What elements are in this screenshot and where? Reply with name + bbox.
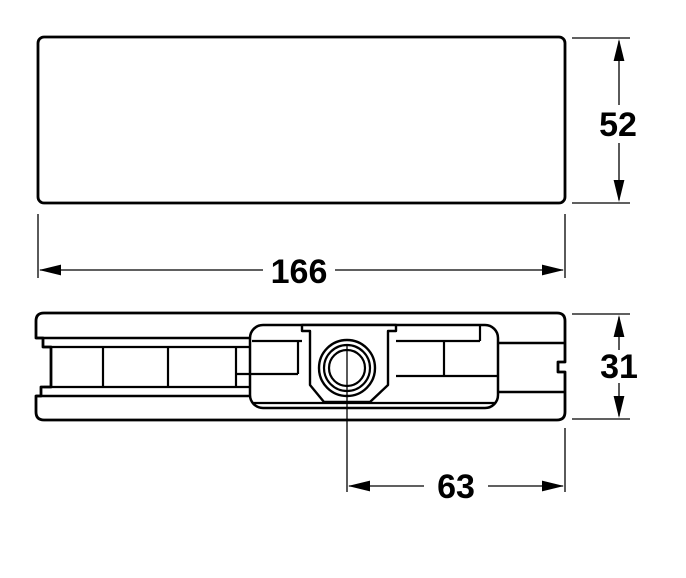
arrowhead-up-icon — [613, 39, 625, 61]
dimension-63: 63 — [348, 428, 566, 506]
screw-block-outline — [300, 323, 398, 404]
dimension-label-31: 31 — [600, 348, 638, 386]
side-view — [34, 311, 567, 492]
top-view — [36, 35, 567, 205]
dimension-label-52: 52 — [599, 106, 637, 144]
arrowhead-up-icon — [613, 315, 625, 337]
arrowhead-left-icon — [348, 480, 370, 492]
arrowhead-right-icon — [542, 264, 564, 276]
dimension-label-63: 63 — [437, 468, 475, 506]
dimension-166: 166 — [37, 214, 566, 291]
arrowhead-down-icon — [613, 396, 625, 418]
dimension-31: 31 — [572, 313, 638, 420]
dimension-52: 52 — [572, 37, 637, 204]
arrowhead-down-icon — [613, 180, 625, 202]
dimension-label-166: 166 — [271, 253, 328, 291]
top-view-outline — [36, 35, 567, 205]
arrowhead-right-icon — [542, 480, 564, 492]
arrowhead-left-icon — [39, 264, 61, 276]
